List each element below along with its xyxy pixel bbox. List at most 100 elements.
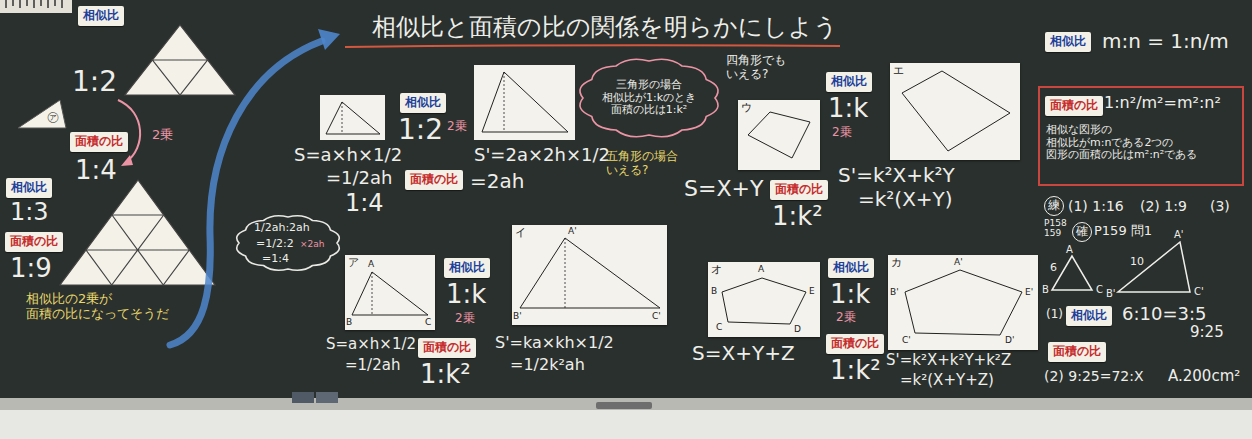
- chalk-text: 1:4: [75, 156, 117, 186]
- chalk-triangle: [1052, 256, 1092, 290]
- triangle-nine-parts: [60, 180, 215, 285]
- paper-figure: [902, 71, 1010, 151]
- card-label: 面積の比: [423, 341, 471, 355]
- board-title: 相似比と面積の比の関係を明らかにしよう: [372, 14, 838, 42]
- label-card: 面積の比: [826, 334, 884, 354]
- card-label: 相似比: [1071, 309, 1107, 323]
- card-label: 面積の比: [775, 183, 823, 197]
- chalk-text: A': [1174, 229, 1184, 241]
- cloud-outline: [237, 216, 340, 270]
- chalk-text: B: [1042, 284, 1049, 296]
- chalk-text: 1:2: [398, 114, 443, 146]
- chalk-text: 1:k²: [420, 360, 471, 390]
- chalk-text: 2乗: [836, 311, 856, 325]
- chalk-text: 1:4: [345, 190, 384, 218]
- card-label: 相似比: [83, 9, 119, 23]
- chalk-text: 2乗: [152, 128, 173, 143]
- chalk-text: ㋐: [47, 111, 59, 125]
- circle-mark: 確: [1072, 222, 1092, 242]
- chalk-text: (2) 9:25=72:X: [1044, 368, 1144, 384]
- chalk-text: 1:2: [72, 66, 117, 98]
- cloud-text: =1:4: [262, 253, 289, 266]
- label-card: 面積の比: [70, 132, 128, 152]
- figure-paper: カA'B'C'D'E': [888, 255, 1038, 350]
- eraser: [292, 392, 314, 403]
- chalk-triangle: [1118, 242, 1190, 292]
- paper-figure: [748, 112, 810, 158]
- cloud-outline: [580, 59, 718, 136]
- card-label: 面積の比: [831, 337, 879, 351]
- card-label: 相似比: [449, 261, 485, 275]
- paper-text: A': [954, 257, 963, 267]
- label-card: 相似比: [6, 178, 52, 198]
- chalk-text: 五角形の場合 いえる?: [606, 150, 682, 178]
- chalk-text: (3): [1210, 198, 1230, 214]
- chalk-text: S=a×h×1/2: [326, 336, 416, 353]
- chalk-text: 6: [1050, 262, 1057, 275]
- paper-text: イ: [515, 227, 526, 240]
- paper-text: C: [425, 317, 431, 327]
- circle-label: 練: [1048, 199, 1060, 213]
- chalk-text: 9:25: [1190, 324, 1224, 341]
- chalk-text: 1:k²: [830, 356, 881, 386]
- chalk-text: 2乗: [455, 312, 475, 326]
- paper-altitude: [372, 272, 373, 315]
- card-label: 相似比: [833, 261, 869, 275]
- card-label: 相似比: [11, 181, 47, 195]
- cloud-text: =1/2:2: [256, 238, 294, 251]
- chalk-text: S'=k²X+k²Y+k²Z: [886, 352, 1011, 369]
- flow-swoosh: [170, 41, 322, 345]
- card-label: 面積の比: [1053, 345, 1101, 359]
- paper-text: エ: [893, 65, 904, 78]
- circle-mark: 練: [1044, 196, 1064, 216]
- swoosh-head: [318, 29, 340, 50]
- chalk-text: P159 問1: [1094, 224, 1152, 239]
- red-text: 相似な図形の 相似比がm:nである2つの 図形の面積の比はm²:n²である: [1046, 124, 1226, 162]
- paper-figure: [905, 270, 1022, 335]
- chalk-text: S=a×h×1/2: [294, 145, 402, 166]
- chalk-text: =k²(X+Y): [858, 188, 953, 211]
- paper-altitude: [504, 72, 505, 132]
- figure-paper: イA'B'C': [512, 225, 667, 325]
- chalk-text: P158 159: [1044, 218, 1070, 239]
- paper-text: E': [1025, 287, 1033, 297]
- chalk-text: (2) 1:9: [1140, 198, 1187, 214]
- label-card: 相似比: [828, 258, 874, 278]
- chalk-text: 相似比の2乗が 面積の比になってそうだ: [26, 292, 176, 322]
- label-card: 面積の比: [770, 180, 828, 200]
- chalk-text: A: [1066, 244, 1073, 256]
- paper-text: C': [652, 311, 661, 321]
- card-label: 面積の比: [10, 235, 58, 249]
- paper-text: B': [890, 287, 899, 297]
- chalk-text: 10: [1130, 256, 1144, 269]
- card-label: 面積の比: [75, 135, 123, 149]
- square-arrow: [118, 100, 140, 162]
- paper-triangle: [482, 72, 568, 132]
- chalk-text: S'=ka×kh×1/2: [495, 334, 614, 352]
- chalk-text: 6:10=3:5: [1122, 304, 1206, 325]
- chalk-box: [596, 402, 652, 409]
- paper-outline: [512, 225, 667, 325]
- paper-text: ウ: [741, 102, 752, 115]
- paper-text: カ: [891, 257, 902, 270]
- chalk-text: m:n = 1:n/m: [1102, 30, 1229, 53]
- figure-paper: [320, 95, 385, 140]
- chalk-text: A.200cm²: [1168, 368, 1240, 385]
- paper-text: A: [758, 264, 764, 274]
- figure-paper: [474, 65, 575, 140]
- figure-paper: ウ: [738, 100, 820, 170]
- chalk-text: =1/2k²ah: [510, 356, 585, 374]
- title-underline: [345, 45, 840, 47]
- chalk-text: 1:3: [10, 199, 49, 227]
- note-cloud: 三角形の場合 相似比が1:kのとき 面積の比は1:k²: [576, 54, 722, 142]
- red-text: 1:n²/m²=m²:n²: [1104, 94, 1221, 112]
- label-card: 面積の比: [405, 170, 463, 190]
- chalk-text: =2ah: [470, 170, 524, 193]
- paper-figure: [520, 238, 660, 308]
- chalk-text: 四角形でも いえる?: [726, 54, 790, 82]
- figure-paper: オABCDE: [708, 262, 820, 337]
- label-card: 面積の比: [418, 338, 476, 358]
- arrow-head: [121, 155, 133, 166]
- ruler-ticks: [6, 0, 62, 8]
